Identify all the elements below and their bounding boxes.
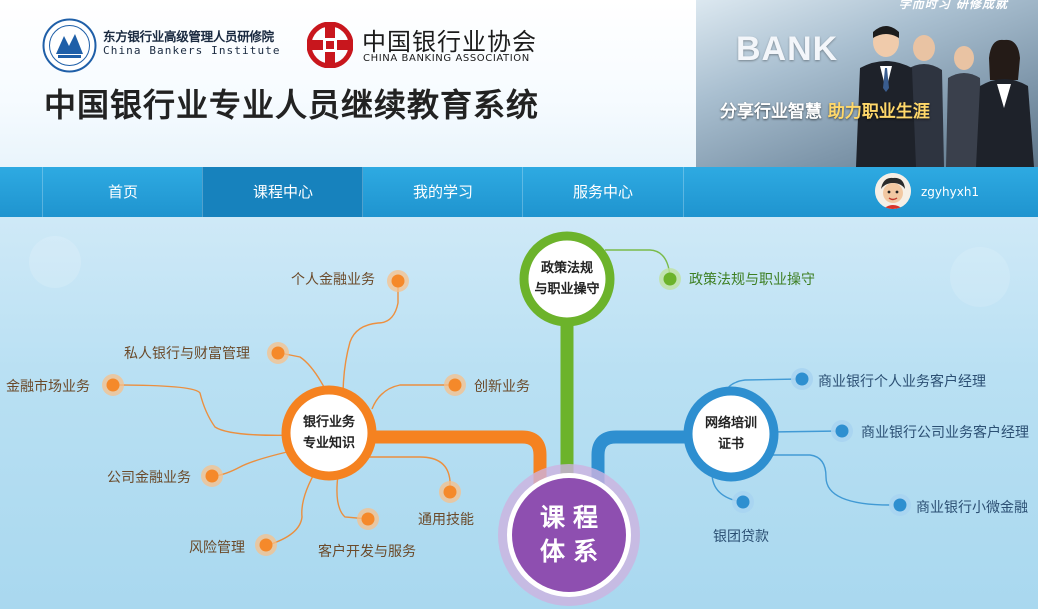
center-line1: 课程 — [539, 503, 606, 532]
cba-name-cn: 中国银行业协会 — [362, 28, 537, 56]
banner-slogan: 分享行业智慧 助力职业生涯 — [720, 97, 930, 122]
nav-home[interactable]: 首页 — [42, 167, 203, 217]
network-item-personal-manager[interactable]: 商业银行个人业务客户经理 — [818, 374, 986, 390]
policy-item-ethics[interactable]: 政策法规与职业操守 — [689, 272, 815, 288]
banner-top-text: 学而时习 研修成就 — [898, 0, 1008, 11]
banner-bank-word: BANK — [736, 30, 839, 68]
course-system-map: 银行业务 专业知识 政策法规 与职业操守 网络培训 证书 课程 体系 个人金融业… — [0, 217, 1038, 609]
network-hub-label[interactable]: 网络培训 证书 — [691, 413, 771, 455]
avatar-icon[interactable] — [875, 173, 911, 209]
banking-item-innovation[interactable]: 创新业务 — [474, 379, 530, 395]
policy-hub-label[interactable]: 政策法规 与职业操守 — [522, 258, 612, 300]
username-link[interactable]: zgyhyxh1 — [921, 185, 980, 199]
cbi-logo-icon — [42, 18, 97, 73]
network-hub-line2: 证书 — [717, 437, 744, 452]
main-nav: 首页 课程中心 我的学习 服务中心 zgyhyxh1 — [0, 167, 1038, 217]
map-graphics — [29, 231, 1010, 606]
network-hub-circle — [683, 386, 779, 482]
policy-hub-line1: 政策法规 — [540, 261, 593, 276]
cbi-name-en: China Bankers Institute — [103, 44, 281, 57]
nav-my-learning[interactable]: 我的学习 — [362, 167, 523, 217]
course-system-center[interactable]: 课程 体系 — [514, 501, 632, 569]
network-item-syndicated-loan[interactable]: 银团贷款 — [713, 529, 769, 545]
slogan-part-a: 分享行业智慧 — [720, 102, 822, 122]
banking-hub-line1: 银行业务 — [302, 415, 355, 430]
banner-people-image — [856, 26, 1034, 167]
network-item-corporate-manager[interactable]: 商业银行公司业务客户经理 — [861, 425, 1029, 441]
system-title: 中国银行业专业人员继续教育系统 — [44, 86, 540, 124]
banking-item-customer-dev[interactable]: 客户开发与服务 — [318, 544, 416, 560]
center-line2: 体系 — [539, 537, 606, 566]
header-banner: 学而时习 研修成就 BANK 分享行业智慧 — [696, 0, 1038, 167]
slogan-part-b: 助力职业生涯 — [827, 102, 930, 122]
banking-item-private-banking[interactable]: 私人银行与财富管理 — [124, 346, 250, 362]
banking-dots — [102, 270, 466, 556]
banking-item-corporate-finance[interactable]: 公司金融业务 — [107, 470, 191, 486]
banking-item-financial-market[interactable]: 金融市场业务 — [6, 379, 90, 395]
cbi-name-cn: 东方银行业高级管理人员研修院 — [103, 29, 274, 44]
cba-name-en: CHINA BANKING ASSOCIATION — [363, 53, 530, 64]
banking-item-general-skills[interactable]: 通用技能 — [418, 512, 474, 528]
network-item-micro-finance[interactable]: 商业银行小微金融 — [916, 500, 1028, 516]
nav-course-center[interactable]: 课程中心 — [202, 167, 363, 217]
banking-item-personal-finance[interactable]: 个人金融业务 — [291, 272, 375, 288]
banking-hub-label[interactable]: 银行业务 专业知识 — [289, 412, 369, 454]
policy-hub-line2: 与职业操守 — [534, 282, 600, 297]
banking-hub-circle — [281, 385, 377, 481]
network-hub-line1: 网络培训 — [704, 416, 757, 431]
header: 东方银行业高级管理人员研修院 China Bankers Institute 中… — [0, 0, 1038, 167]
nav-service-center[interactable]: 服务中心 — [522, 167, 684, 217]
banking-hub-line2: 专业知识 — [302, 436, 355, 451]
cba-logo-icon — [307, 22, 353, 68]
banking-item-risk-management[interactable]: 风险管理 — [189, 540, 245, 556]
policy-hub-circle — [519, 231, 615, 327]
